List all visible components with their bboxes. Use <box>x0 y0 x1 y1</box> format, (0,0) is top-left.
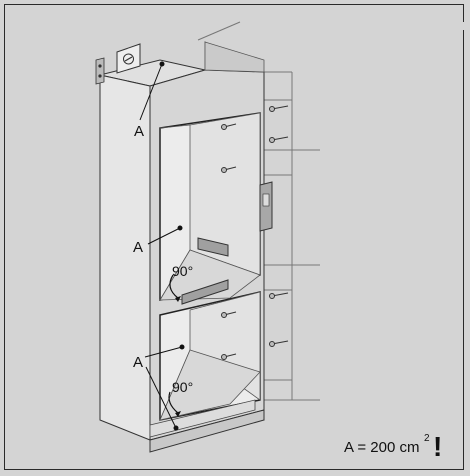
formula-text: A = 200 cm <box>344 439 419 456</box>
area-formula: A = 200 cm 2 ! <box>344 431 442 462</box>
warning-exclaim-icon: ! <box>433 431 442 462</box>
cabinet-screw-icon <box>221 123 237 360</box>
label-a-upper: A <box>133 239 143 256</box>
label-angle-upper: 90° <box>172 263 193 279</box>
formula-exponent: 2 <box>424 433 430 444</box>
power-socket-icon <box>116 43 141 74</box>
label-angle-lower: 90° <box>172 379 193 395</box>
door-hinge-icon <box>259 181 273 232</box>
label-a-lower: A <box>133 354 143 371</box>
right-angle-marker <box>168 274 181 417</box>
upper-compartment <box>159 112 261 301</box>
wall-screw-icon <box>269 105 289 347</box>
label-a-top: A <box>134 123 144 140</box>
top-bracket-icon <box>95 57 105 85</box>
label-leaders <box>139 61 185 431</box>
mounting-bracket-icon <box>181 237 229 305</box>
lower-compartment <box>159 291 261 421</box>
